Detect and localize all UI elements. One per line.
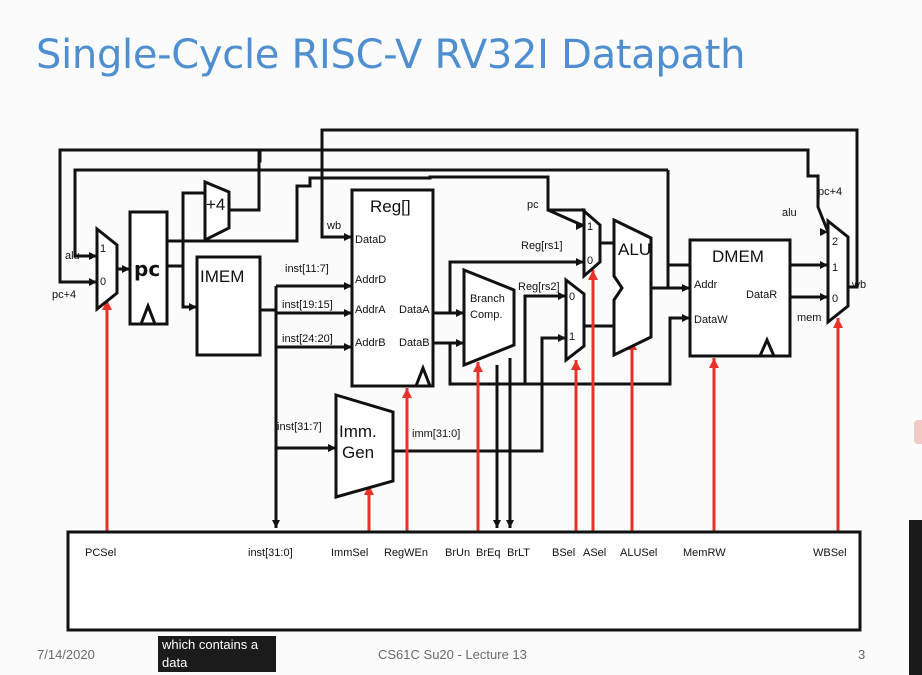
wire-rs2-to-dmem: [525, 316, 690, 386]
port-dataB: DataB: [399, 337, 430, 349]
dmem-clock-triangle: [758, 336, 776, 357]
ctrl-label-brun: BrUn: [445, 547, 470, 559]
footer-date: 7/14/2020: [37, 647, 95, 662]
wire-imm-out: [393, 336, 566, 453]
slide-title: Single-Cycle RISC-V RV32I Datapath: [36, 32, 746, 78]
ctrl-label-inst: inst[31:0]: [248, 547, 293, 559]
label-imm: imm[31:0]: [412, 428, 460, 440]
ctrl-label-immsel: ImmSel: [331, 547, 368, 559]
dmem-block: [688, 238, 792, 358]
port-dmem-dataR: DataR: [746, 289, 777, 301]
pc-mux-input-1: 1: [100, 243, 106, 255]
label-wb-out: wb: [851, 279, 866, 291]
pc-clock-triangle: [139, 301, 157, 325]
wire-adder-out: [229, 150, 261, 212]
arrow-heads: [89, 222, 828, 528]
alu-label: ALU: [618, 240, 651, 259]
label-reg-rs1: Reg[rs1]: [521, 240, 563, 252]
alu-block: [612, 217, 653, 358]
wire-pc-top: [167, 175, 586, 243]
ctrl-label-breq: BrEq: [476, 547, 500, 559]
label-pc4-right: pc+4: [818, 186, 842, 198]
footer-course: CS61C Su20 - Lecture 13: [378, 647, 527, 662]
label-pc: pc: [527, 199, 539, 211]
data-wires: [58, 128, 859, 528]
b-mux-input-1: 1: [569, 331, 575, 343]
branch-label-1: Branch: [470, 293, 505, 305]
imm-gen-label-1: Imm.: [339, 422, 377, 441]
ctrl-label-asel: ASel: [583, 547, 606, 559]
wire-labels: alu pc+4 wb inst[11:7] inst[19:15] inst[…: [52, 186, 866, 440]
edge-mark: [914, 420, 922, 444]
port-dataD: DataD: [355, 234, 386, 246]
label-inst-11-7: inst[11:7]: [285, 263, 329, 275]
footer-page-number: 3: [858, 647, 866, 662]
label-alu-right: alu: [782, 207, 797, 219]
imem-block: [195, 255, 262, 357]
label-inst-31-7: inst[31:7]: [277, 421, 322, 433]
wire-pc-to-imem: [181, 266, 197, 309]
label-mem: mem: [797, 312, 821, 324]
control-labels: PCSel inst[31:0] ImmSel RegWEn BrUn BrEq…: [85, 547, 847, 559]
ctrl-label-bsel: BSel: [552, 547, 575, 559]
label-inst-24-20: inst[24:20]: [282, 333, 333, 345]
port-dmem-dataW: DataW: [694, 314, 728, 326]
dmem-label: DMEM: [712, 247, 764, 266]
label-pc4-left: pc+4: [52, 289, 76, 301]
wb-mux-input-0: 0: [832, 293, 838, 305]
port-dmem-addr: Addr: [694, 279, 718, 291]
port-addrB: AddrB: [355, 337, 386, 349]
pc-register: [128, 210, 169, 326]
imm-gen-label-2: Gen: [342, 443, 374, 462]
ctrl-label-memrw: MemRW: [683, 547, 726, 559]
a-mux: [582, 207, 602, 280]
pc-label: pc: [134, 257, 160, 281]
label-inst-19-15: inst[19:15]: [282, 299, 333, 311]
wire-pc-to-adder: [167, 191, 205, 268]
wb-mux-input-2: 2: [832, 236, 838, 248]
wire-pc4-left-loop: [58, 148, 259, 284]
pc-mux-input-0: 0: [100, 276, 106, 288]
port-addrA: AddrA: [355, 304, 386, 316]
b-mux: [564, 276, 586, 364]
ctrl-label-pcsel: PCSel: [85, 547, 116, 559]
control-unit: [66, 530, 862, 632]
adder-label: +4: [206, 195, 225, 214]
b-mux-input-0: 0: [569, 291, 575, 303]
label-alu-left: alu: [65, 250, 80, 262]
control-wires: [105, 270, 840, 532]
pc-adder: [203, 179, 231, 243]
a-mux-input-0: 0: [587, 255, 593, 267]
regfile-label: Reg[]: [370, 197, 411, 216]
ctrl-label-regwen: RegWEn: [384, 547, 428, 559]
ctrl-label-wbsel: WBSel: [813, 547, 847, 559]
video-caption: which contains a data: [158, 636, 276, 672]
ctrl-label-alusel: ALUSel: [620, 547, 657, 559]
a-mux-input-1: 1: [587, 221, 593, 233]
port-dataA: DataA: [399, 304, 430, 316]
imem-label: IMEM: [200, 267, 244, 286]
port-addrD: AddrD: [355, 274, 386, 286]
wire-pc4-to-wbmux: [257, 148, 830, 233]
wire-wb-loop: [320, 128, 859, 289]
edge-strip: [909, 520, 922, 675]
label-reg-rs2: Reg[rs2]: [518, 281, 560, 293]
wb-mux-input-1: 1: [832, 262, 838, 274]
wire-rs1-to-amux: [448, 260, 584, 313]
wire-alu-left-loop: [73, 168, 668, 258]
label-wb: wb: [326, 220, 341, 232]
pc-mux: [95, 225, 119, 313]
ctrl-label-brlt: BrLT: [507, 547, 530, 559]
branch-label-2: Comp.: [470, 309, 502, 321]
imm-gen: [334, 392, 395, 499]
regfile-clock-triangle: [414, 363, 432, 387]
register-file: [350, 188, 435, 388]
wb-mux: [826, 217, 850, 326]
branch-comparator: [462, 267, 516, 368]
